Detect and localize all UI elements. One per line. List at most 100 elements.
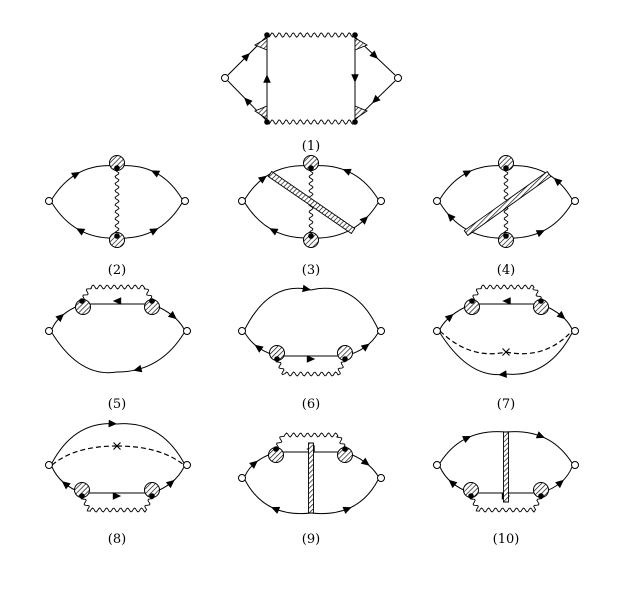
arrow-icon xyxy=(165,479,175,489)
diagram-9 xyxy=(238,432,385,515)
arrow-icon xyxy=(257,175,267,184)
external-vertex-icon xyxy=(45,327,53,335)
interaction-wavy-line xyxy=(471,284,542,302)
arrow-icon xyxy=(108,419,118,428)
propagator-line xyxy=(244,287,312,330)
vertex-dot-icon xyxy=(468,493,474,499)
diagram-label-4: (4) xyxy=(497,263,515,278)
arrow-icon xyxy=(254,344,264,353)
propagator-line xyxy=(310,287,379,330)
arrow-icon xyxy=(448,479,458,489)
arrow-icon xyxy=(360,457,370,466)
arrow-icon xyxy=(71,171,81,180)
hatched-vertex-icon xyxy=(354,37,369,51)
diagram-8 xyxy=(45,419,191,513)
external-vertex-icon xyxy=(433,461,441,469)
arrow-icon xyxy=(444,313,454,323)
propagator-line xyxy=(505,332,573,375)
propagator-line xyxy=(439,165,507,200)
vertex-dot-icon xyxy=(342,446,348,452)
interaction-wavy-line xyxy=(114,167,120,237)
diagram-label-9: (9) xyxy=(302,532,320,547)
interaction-wavy-line xyxy=(275,432,346,450)
external-vertex-icon xyxy=(221,74,229,82)
external-vertex-icon xyxy=(183,461,191,469)
propagator-line xyxy=(116,332,185,373)
external-vertex-icon xyxy=(571,327,579,335)
arrow-icon xyxy=(302,284,312,293)
arrow-icon xyxy=(535,230,545,238)
vertex-dot-icon xyxy=(114,233,120,239)
external-vertex-icon xyxy=(377,327,385,335)
diagram-10 xyxy=(433,431,579,513)
vertex-dot-icon xyxy=(79,493,85,499)
vertex-dot-icon xyxy=(352,119,358,125)
vertex-dot-icon xyxy=(538,493,544,499)
arrow-icon xyxy=(244,97,253,107)
cross-vertex-icon xyxy=(113,442,121,450)
propagator-line xyxy=(116,165,183,200)
propagator-line xyxy=(51,165,118,200)
diagram-2 xyxy=(45,155,189,248)
self-energy-blob-icon xyxy=(303,232,319,248)
diagram-label-5: (5) xyxy=(108,397,126,412)
external-vertex-icon xyxy=(433,327,441,335)
external-vertex-icon xyxy=(238,327,246,335)
arrow-icon xyxy=(462,435,472,443)
arrow-icon xyxy=(556,310,566,320)
vertex-dot-icon xyxy=(342,356,348,362)
interaction-wavy-line xyxy=(80,495,154,513)
propagator-line xyxy=(51,202,118,239)
arrow-icon xyxy=(167,310,177,320)
dashed-propagator xyxy=(51,445,118,466)
vertex-dot-icon xyxy=(503,233,509,239)
vertex-dot-icon xyxy=(264,32,270,38)
arrow-icon xyxy=(249,460,258,469)
propagator-line xyxy=(505,165,573,200)
external-vertex-icon xyxy=(45,461,53,469)
propagator-line xyxy=(244,202,312,239)
vertex-dot-icon xyxy=(308,165,314,171)
dashed-propagator xyxy=(505,330,573,355)
diagram-label-6: (6) xyxy=(302,397,320,412)
cross-vertex-icon xyxy=(502,348,510,356)
diagram-7 xyxy=(433,284,579,378)
arrow-icon xyxy=(359,216,369,225)
self-energy-blob-icon xyxy=(498,232,514,248)
vertex-dot-icon xyxy=(469,298,475,304)
interaction-wavy-line xyxy=(81,284,153,302)
arrow-icon xyxy=(371,94,381,104)
vertex-dot-icon xyxy=(79,298,85,304)
vertex-dot-icon xyxy=(503,165,509,171)
dashed-propagator xyxy=(439,330,507,355)
arrow-icon xyxy=(342,506,352,514)
arrow-icon xyxy=(61,481,71,490)
diagram-label-3: (3) xyxy=(302,263,320,278)
diagram-label-10: (10) xyxy=(493,532,520,547)
vertex-dot-icon xyxy=(149,298,155,304)
arrow-icon xyxy=(263,74,271,83)
arrow-icon xyxy=(462,170,472,178)
diagram-3 xyxy=(238,155,385,248)
hatched-vertex-icon xyxy=(253,37,268,51)
arrow-icon xyxy=(447,213,456,222)
vertex-dot-icon xyxy=(264,119,270,125)
external-vertex-icon xyxy=(238,474,246,482)
arrow-icon xyxy=(151,170,161,178)
diagram-label-8: (8) xyxy=(108,532,126,547)
external-vertex-icon xyxy=(181,197,189,205)
diagram-label-7: (7) xyxy=(497,397,515,412)
self-energy-blob-icon xyxy=(109,232,125,248)
vertex-dot-icon xyxy=(352,32,358,38)
external-vertex-icon xyxy=(183,327,191,335)
external-vertex-icon xyxy=(433,197,441,205)
interaction-wavy-line xyxy=(266,119,356,125)
hatched-vertex-icon xyxy=(354,105,368,120)
hatched-vertex-icon xyxy=(254,105,268,120)
hatched-impurity-line xyxy=(308,442,314,514)
arrow-icon xyxy=(133,364,143,373)
arrow-icon xyxy=(269,228,279,236)
arrow-icon xyxy=(306,355,316,363)
hatched-impurity-line xyxy=(463,170,552,237)
external-vertex-icon xyxy=(571,461,579,469)
